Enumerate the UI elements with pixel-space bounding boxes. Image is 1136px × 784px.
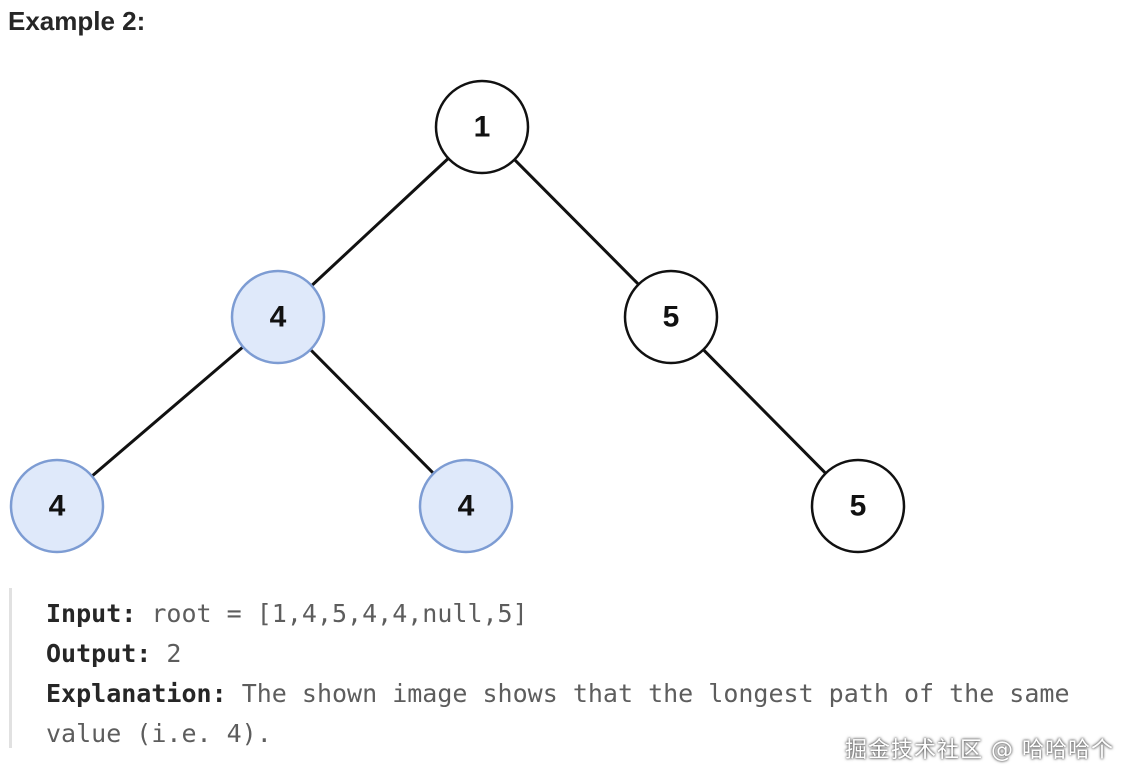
- tree-edge: [513, 158, 640, 286]
- example-heading: Example 2:: [8, 6, 146, 36]
- tree-node-value: 4: [49, 490, 66, 523]
- tree-node: 5: [623, 269, 719, 365]
- tree-node-circle: [434, 79, 530, 175]
- input-label: Input:: [46, 599, 137, 628]
- tree-node-circle-highlighted: [230, 269, 326, 365]
- tree-node-circle: [623, 269, 719, 365]
- tree-node-value: 5: [850, 490, 867, 523]
- tree-edge: [310, 157, 450, 287]
- tree-node: 5: [810, 458, 906, 554]
- tree-node-circle: [810, 458, 906, 554]
- tree-edge: [90, 345, 245, 478]
- tree-node-value: 5: [663, 301, 680, 334]
- tree-node: 4: [9, 458, 105, 554]
- tree-node: 1: [434, 79, 530, 175]
- tree-edge: [702, 348, 827, 475]
- tree-node-circle-highlighted: [9, 458, 105, 554]
- output-label: Output:: [46, 639, 152, 668]
- example-text: Input: root = [1,4,5,4,4,null,5] Output:…: [46, 594, 1116, 754]
- tree-edges: [90, 157, 827, 478]
- tree-node-value: 4: [458, 490, 475, 523]
- binary-tree-diagram: 1 4 5 4 4 5: [9, 79, 906, 554]
- tree-nodes: 1 4 5 4 4 5: [9, 79, 906, 554]
- input-value: root = [1,4,5,4,4,null,5]: [151, 599, 528, 628]
- tree-node-value: 1: [474, 111, 491, 144]
- watermark: 掘金技术社区 @ 哈哈哈个: [845, 738, 1114, 763]
- tree-edge: [309, 348, 435, 475]
- explanation-value: The shown image shows that the longest p…: [46, 679, 1085, 748]
- output-value: 2: [166, 639, 182, 668]
- tree-node-circle-highlighted: [418, 458, 514, 554]
- tree-node: 4: [230, 269, 326, 365]
- tree-node-value: 4: [270, 301, 287, 334]
- explanation-label: Explanation:: [46, 679, 227, 708]
- example-block: Input: root = [1,4,5,4,4,null,5] Output:…: [9, 588, 1112, 748]
- tree-node: 4: [418, 458, 514, 554]
